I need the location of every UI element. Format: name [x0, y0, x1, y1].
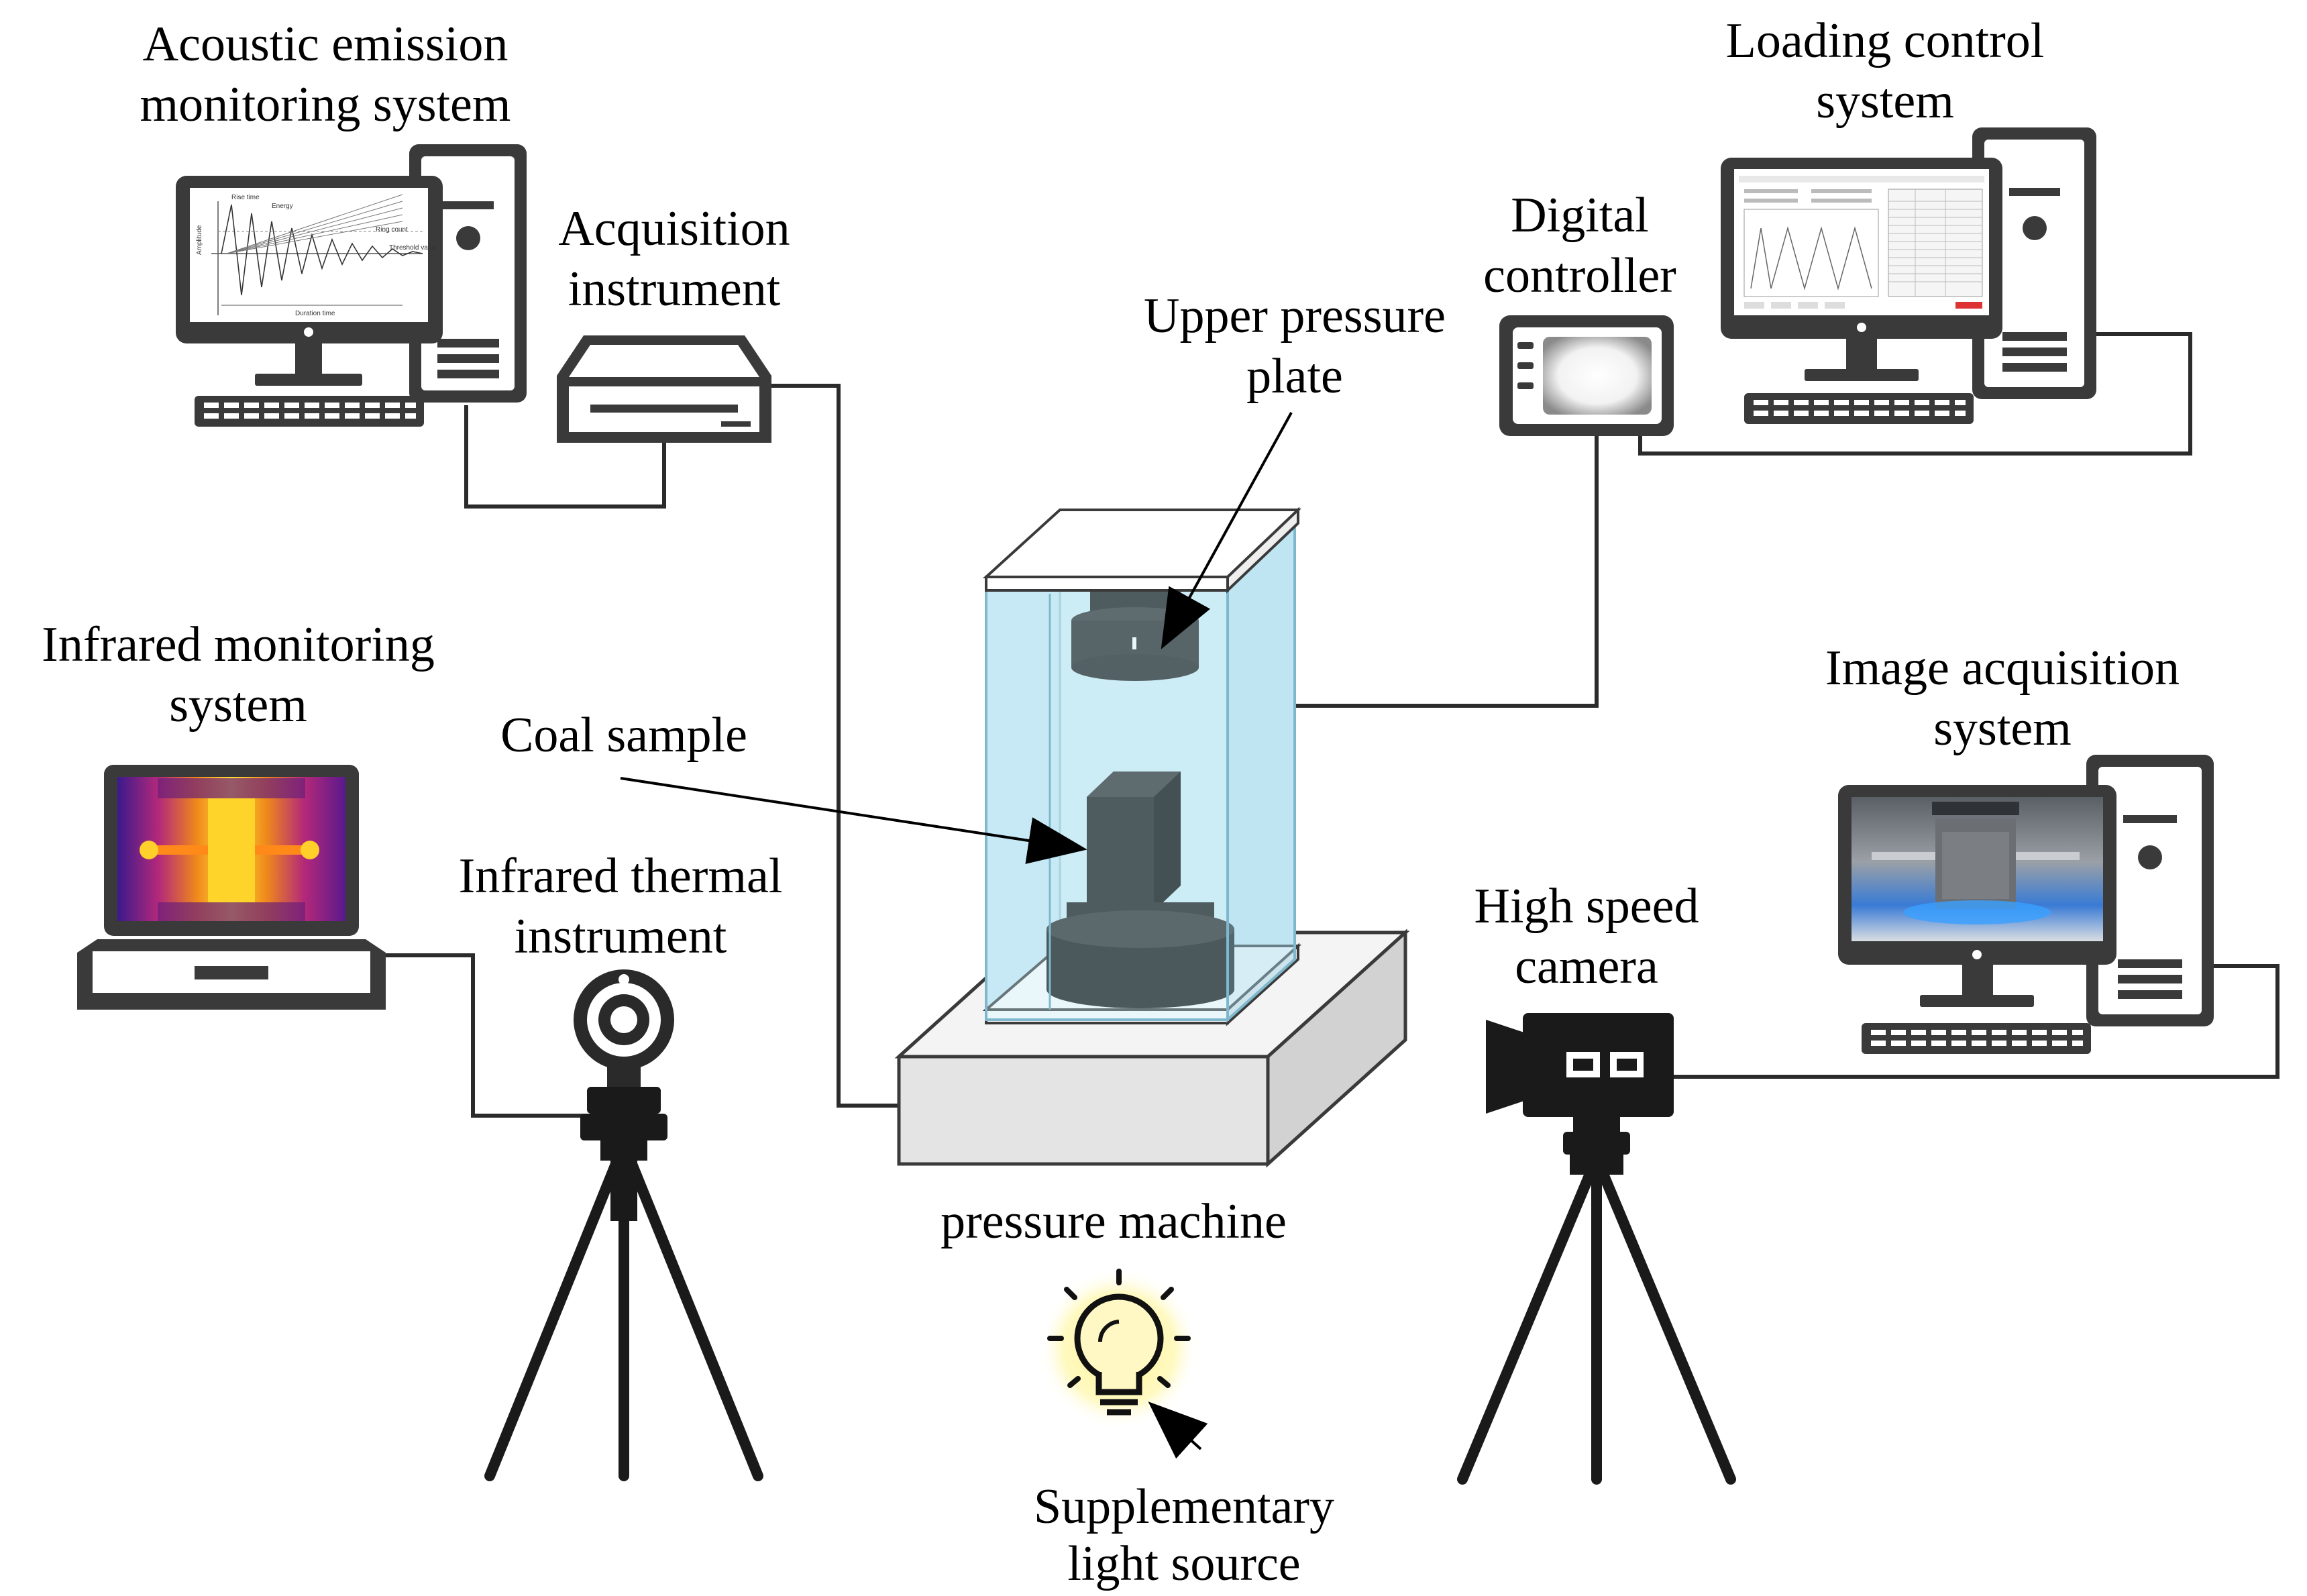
monitor-icon	[176, 176, 443, 386]
keyboard-icon	[1744, 393, 1974, 424]
high-speed-camera	[1457, 1013, 1736, 1485]
label-acoustic-emission-2: monitoring system	[140, 77, 511, 132]
label-pressure-machine: pressure machine	[941, 1194, 1287, 1249]
enclosure-top	[982, 507, 1301, 594]
keyboard-icon	[1862, 1023, 2091, 1054]
lower-platen-icon	[1047, 902, 1234, 1008]
label-upper-plate-2: plate	[1246, 349, 1343, 404]
tripod-icon	[1457, 1169, 1736, 1485]
tripod-icon	[484, 1155, 763, 1481]
label-digital-controller-1: Digital	[1511, 188, 1649, 243]
labels: Acoustic emission monitoring system Acqu…	[42, 13, 2180, 1591]
cable-controller-to-machine	[1291, 436, 1599, 708]
cables	[372, 332, 2279, 1118]
ae-rise-time-label: Rise time	[231, 194, 260, 201]
label-infrared-monitoring-1: Infrared monitoring	[42, 617, 435, 672]
lightbulb-icon	[1038, 1268, 1199, 1429]
digital-controller	[1499, 315, 1674, 436]
image-acquisition-computer	[1838, 755, 2214, 1054]
ae-energy-label: Energy	[272, 203, 293, 210]
ae-duration-label: Duration time	[295, 310, 335, 317]
tower-icon	[2086, 755, 2214, 1026]
ae-threshold-label: Threshold value	[389, 244, 437, 252]
infrared-thermal-instrument	[484, 969, 763, 1481]
label-acoustic-emission-1: Acoustic emission	[143, 17, 508, 72]
acquisition-instrument	[557, 335, 771, 443]
label-infrared-monitoring-2: system	[169, 678, 307, 733]
cable-camera-to-image-pc	[1664, 964, 2279, 1079]
label-digital-controller-2: controller	[1483, 248, 1676, 303]
ae-ring-count-label: Ring count	[376, 226, 408, 233]
cable-controller-to-loading-pc	[1638, 332, 2192, 456]
label-upper-plate-1: Upper pressure	[1144, 288, 1446, 343]
pressure-machine	[894, 507, 1410, 1168]
label-loading-control-2: system	[1816, 74, 1954, 129]
arrow-coal-sample	[620, 777, 1087, 864]
acoustic-emission-computer: Rise time Energy Ring count Threshold va…	[176, 144, 527, 427]
label-infrared-thermal-1: Infrared thermal	[459, 849, 783, 904]
label-image-acquisition-2: system	[1933, 701, 2072, 756]
arrow-light-source	[1148, 1401, 1208, 1459]
label-high-speed-camera-1: High speed	[1474, 879, 1699, 934]
label-supplementary-light-1: Supplementary	[1034, 1479, 1334, 1534]
coal-sample-icon	[1087, 772, 1181, 911]
monitor-icon	[1838, 785, 2116, 1007]
ae-waveform-screen: Rise time Energy Ring count Threshold va…	[196, 194, 437, 317]
pointer-arrows	[620, 412, 1293, 1459]
loading-control-computer	[1721, 127, 2096, 424]
label-loading-control-1: Loading control	[1726, 13, 2045, 68]
keyboard-icon	[195, 396, 424, 427]
loading-software-screen	[1739, 176, 1984, 309]
infrared-laptop	[77, 765, 386, 1010]
cable-ae-pc-to-acquisition	[464, 405, 666, 509]
label-coal-sample: Coal sample	[500, 708, 747, 763]
arrow-upper-plate	[1161, 412, 1293, 649]
cable-laptop-to-thermal	[372, 953, 584, 1118]
cable-acquisition-to-machine	[771, 384, 899, 1108]
label-high-speed-camera-2: camera	[1515, 939, 1658, 994]
label-supplementary-light-2: light source	[1067, 1536, 1300, 1591]
label-image-acquisition-1: Image acquisition	[1825, 641, 2180, 696]
ae-amplitude-label: Amplitude	[196, 225, 203, 255]
label-infrared-thermal-2: instrument	[515, 909, 727, 964]
tower-icon	[1972, 127, 2096, 399]
label-acquisition-2: instrument	[568, 262, 781, 317]
label-acquisition-1: Acquisition	[558, 201, 790, 256]
